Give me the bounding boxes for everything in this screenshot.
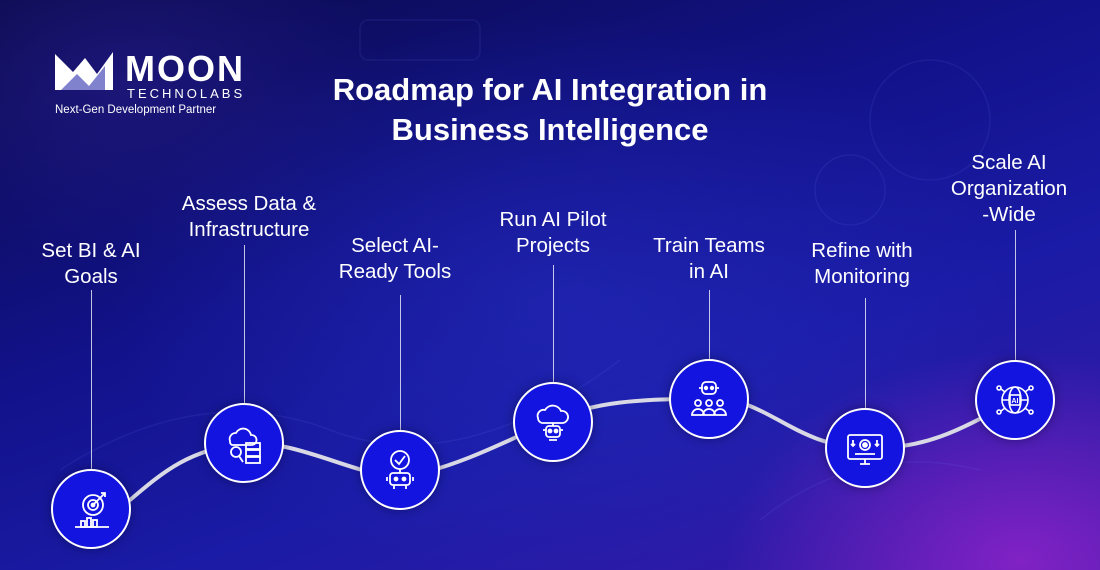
team-training-icon [691,381,727,416]
step-5-connector [709,290,710,360]
step-7-label-line-3: -Wide [982,203,1036,226]
step-7-connector [1015,230,1016,360]
step-7-node: AI [975,360,1055,440]
step-4-label-line-2: Projects [515,234,591,257]
brand-subname: TECHNOLABS [127,86,246,101]
cloud-server-search-icon [228,427,261,464]
step-5-label-line-2: in AI [689,260,729,283]
step-2-label-line-1: Assess Data & [181,192,317,215]
step-4-connector [553,265,554,385]
robot-check-icon [386,450,414,489]
step-3-node [360,430,440,510]
step-3-label-line-1: Select AI- [351,234,439,257]
brand-tagline: Next-Gen Development Partner [55,104,217,116]
step-1-node [51,469,131,549]
step-1-connector [91,290,92,480]
step-3-connector [400,295,401,430]
step-7-label-line-2: Organization [950,177,1068,200]
title-line-2: Business Intelligence [391,112,709,147]
step-1-label: Set BI & AI Goals [1,238,181,290]
step-7-label: Scale AI Organization -Wide [919,150,1099,228]
page-title: Roadmap for AI Integration in Business I… [280,70,820,150]
step-6-connector [865,298,866,410]
step-2-node [204,403,284,483]
cloud-robot-icon [536,404,569,441]
step-3-label-line-2: Ready Tools [338,260,452,283]
step-6-label-line-2: Monitoring [814,265,910,288]
step-6-label: Refine with Monitoring [772,238,952,290]
step-7-label-line-1: Scale AI [971,151,1047,174]
step-4-node [513,382,593,462]
brand-logo: MOON TECHNOLABS Next-Gen Development Par… [55,48,275,122]
title-line-1: Roadmap for AI Integration in [332,72,768,107]
ai-globe-icon: AI [996,385,1034,415]
step-5-node [669,359,749,439]
step-2-label-line-2: Infrastructure [188,218,310,241]
step-4-label-line-1: Run AI Pilot [499,208,607,231]
svg-text:AI: AI [1012,398,1019,405]
step-2-connector [244,245,245,405]
target-chart-icon [75,492,109,528]
step-2-label: Assess Data & Infrastructure [159,191,339,243]
step-5-label-line-1: Train Teams [653,234,765,257]
step-6-label-line-1: Refine with [811,239,913,262]
step-3-label: Select AI- Ready Tools [305,233,485,285]
step-1-label-line-1: Set BI & AI [41,239,141,262]
step-6-node [825,408,905,488]
monitor-gear-icon [847,434,883,465]
moon-logo-mark-icon [55,52,113,90]
brand-name: MOON [125,48,245,89]
step-1-label-line-2: Goals [64,265,118,288]
step-4-label: Run AI Pilot Projects [463,207,643,259]
step-5-label: Train Teams in AI [619,233,799,285]
